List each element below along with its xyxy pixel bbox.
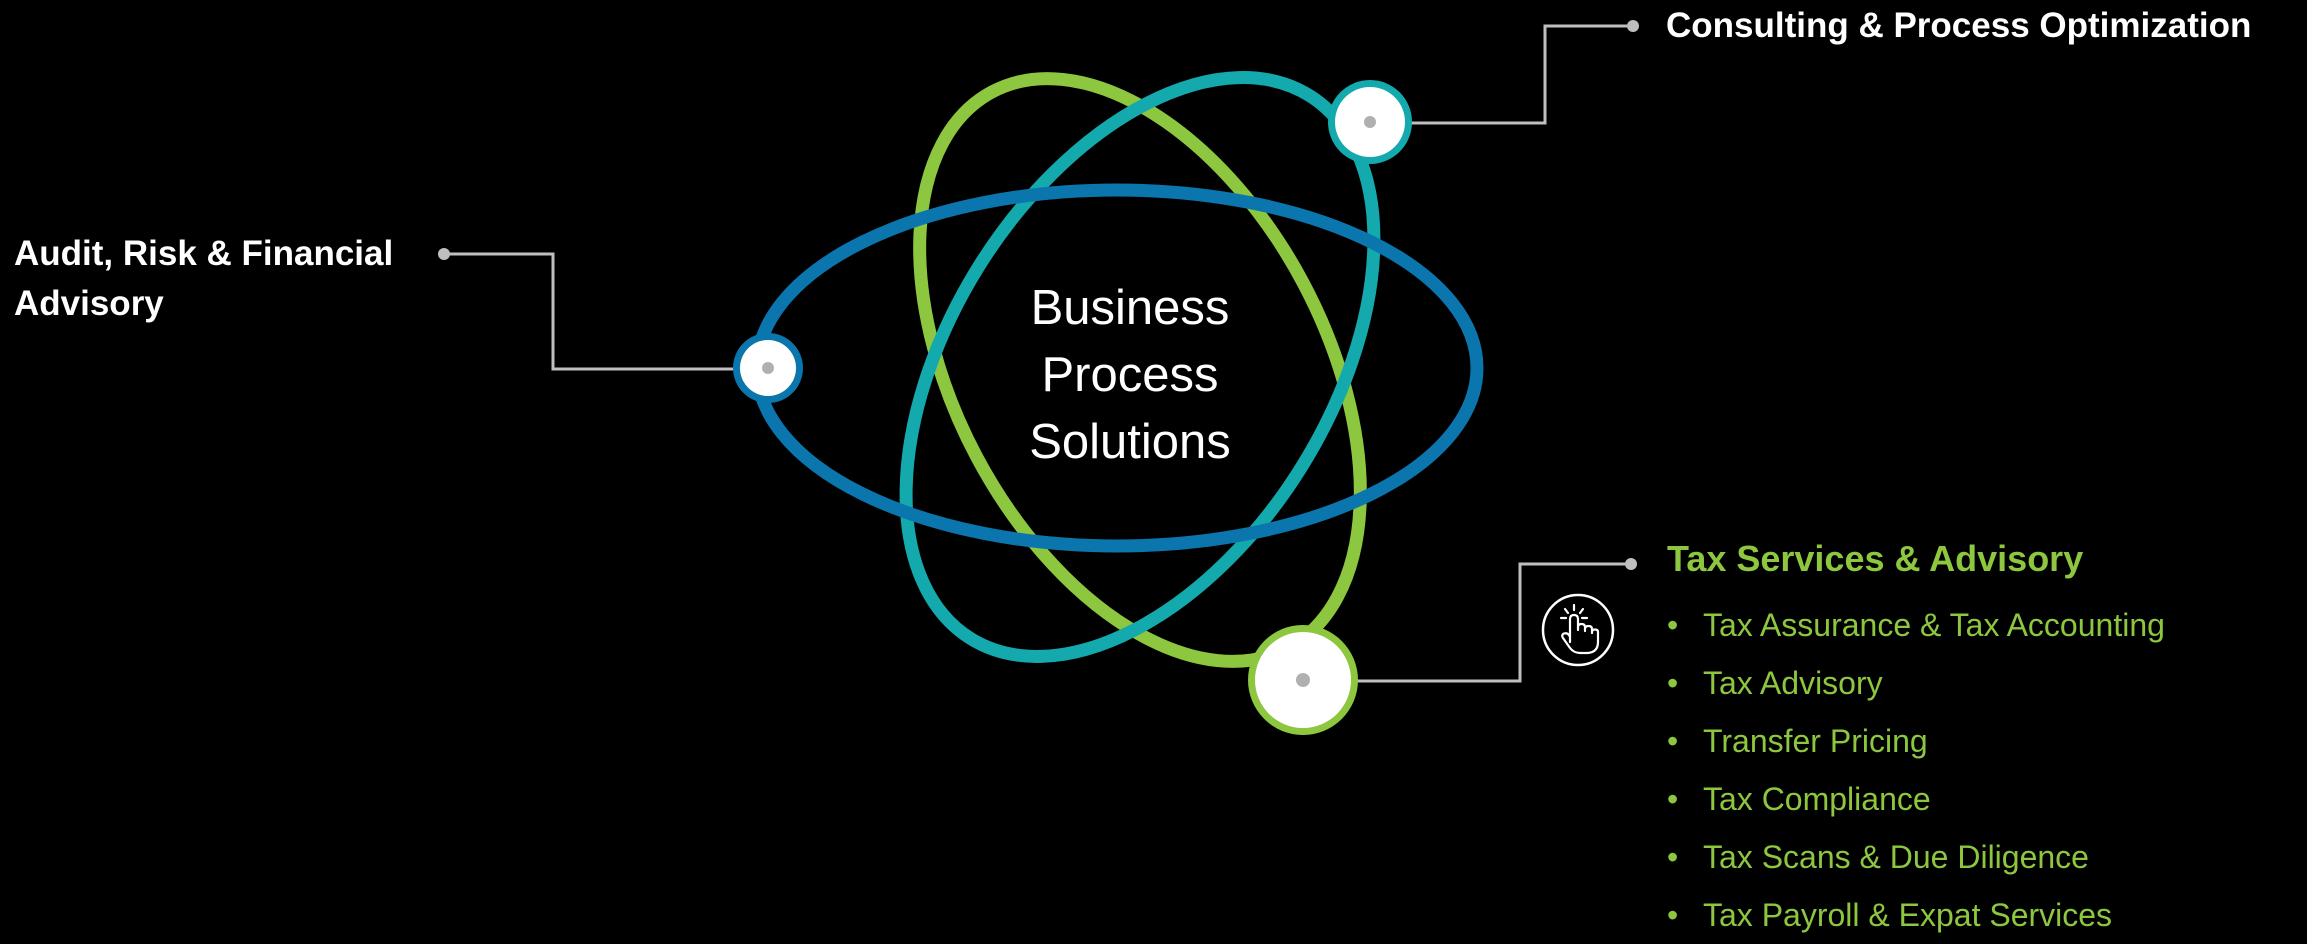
list-item-label: Tax Assurance & Tax Accounting — [1703, 607, 2165, 643]
audit-label-line-1: Audit, Risk & Financial — [14, 234, 394, 273]
list-item[interactable]: • Tax Advisory — [1667, 654, 2165, 712]
connector-end-tax — [1625, 558, 1637, 570]
list-item-label: Transfer Pricing — [1703, 723, 1928, 759]
bullet-icon: • — [1667, 897, 1679, 933]
list-item[interactable]: • Tax Scans & Due Diligence — [1667, 828, 2165, 886]
audit-label[interactable]: Audit, Risk & Financial Advisory — [14, 229, 393, 329]
connector-audit — [444, 252, 768, 371]
connector-end-consulting — [1627, 20, 1639, 32]
list-item[interactable]: • Tax Payroll & Expat Services — [1667, 886, 2165, 944]
list-item[interactable]: • Transfer Pricing — [1667, 712, 2165, 770]
list-item[interactable]: • Tax Assurance & Tax Accounting — [1667, 596, 2165, 654]
consulting-label[interactable]: Consulting & Process Optimization — [1666, 6, 2252, 45]
node-consulting[interactable] — [1328, 80, 1412, 164]
list-item-label: Tax Payroll & Expat Services — [1703, 897, 2113, 933]
list-item[interactable]: • Tax Compliance — [1667, 770, 2165, 828]
hand-pointer-click-icon[interactable] — [1540, 592, 1616, 668]
center-label: Business Process Solutions — [980, 275, 1280, 476]
connector-end-audit — [438, 248, 450, 260]
bullet-icon: • — [1667, 839, 1679, 875]
tax-title[interactable]: Tax Services & Advisory — [1667, 538, 2084, 579]
bullet-icon: • — [1667, 781, 1679, 817]
bullet-icon: • — [1667, 607, 1679, 643]
center-line-1: Business — [1030, 281, 1230, 335]
list-item-label: Tax Scans & Due Diligence — [1703, 839, 2089, 875]
connector-tax — [1302, 562, 1631, 683]
center-line-2: Process — [1041, 348, 1219, 402]
node-tax[interactable] — [1248, 625, 1358, 735]
center-line-3: Solutions — [1029, 415, 1231, 469]
connector-consulting — [1370, 24, 1633, 125]
node-audit[interactable] — [733, 333, 803, 403]
orbit-teal — [899, 71, 1381, 663]
list-item-label: Tax Compliance — [1703, 781, 1931, 817]
audit-label-line-2: Advisory — [14, 284, 164, 323]
list-item-label: Tax Advisory — [1703, 665, 1883, 701]
bullet-icon: • — [1667, 723, 1679, 759]
tax-services-list: • Tax Assurance & Tax Accounting • Tax Adv… — [1667, 596, 2165, 944]
bullet-icon: • — [1667, 665, 1679, 701]
